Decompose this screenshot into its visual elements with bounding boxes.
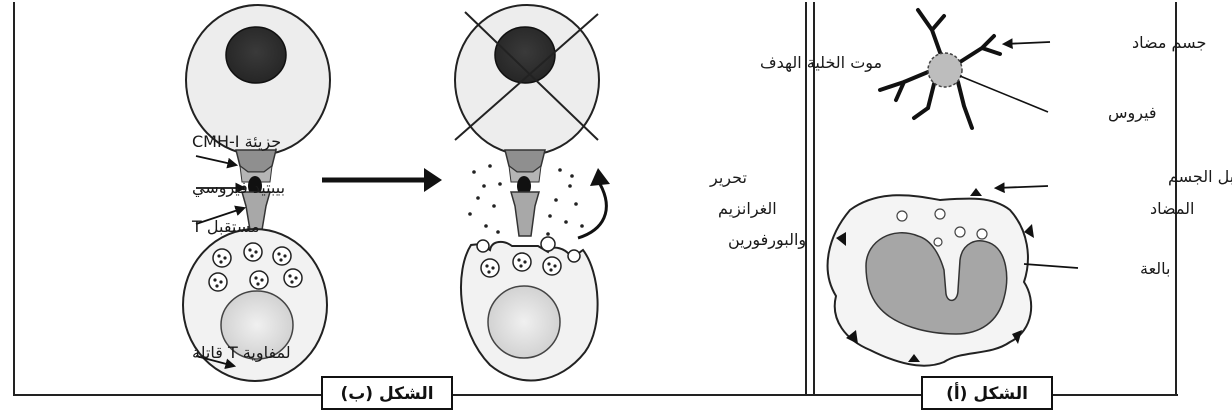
antibody-label: جسم مضاد [1132,33,1206,52]
caption-b-box: الشكل (ب) [322,377,452,409]
virus-label: فيروس [1108,103,1157,123]
caption-b: الشكل (ب) [340,384,433,404]
receptor-pointer [996,186,1048,188]
phagocyte-label: بالعة [1140,259,1171,278]
release-label-line3: والبورفورين [728,230,806,250]
t-receptor-right [511,192,539,236]
receptor-label-line2: المضاد [1150,199,1194,218]
cmh-molecule-label: جزيئة CMH-I [192,132,281,152]
receptor-label-line1: مستقبل الجسم [1168,167,1232,186]
release-label-line2: الغرانزيم [718,199,777,219]
phagocyte-cell [828,188,1034,366]
release-label-line1: تحرير [709,168,747,188]
phagocyte-pointer [1024,264,1078,268]
transition-arrow [322,168,442,192]
t-lymphocyte-label: لمفاوية T قاتلة [192,343,291,363]
target-death-label: موت الخلية الهدف [760,53,882,73]
caption-a-box: الشكل (أ) [922,377,1052,409]
t-receptor-label: مستقبل T [191,217,260,236]
t-lymphocyte-right [461,237,598,380]
panel-b-frame [14,2,814,396]
virus-particle [928,53,962,87]
virus-pointer [960,76,1048,112]
viral-peptide-label: بيبتيد فيروسي [192,178,285,198]
target-cell-right [455,5,599,155]
caption-a: الشكل (أ) [946,382,1028,404]
antibody-pointer [1004,42,1050,44]
